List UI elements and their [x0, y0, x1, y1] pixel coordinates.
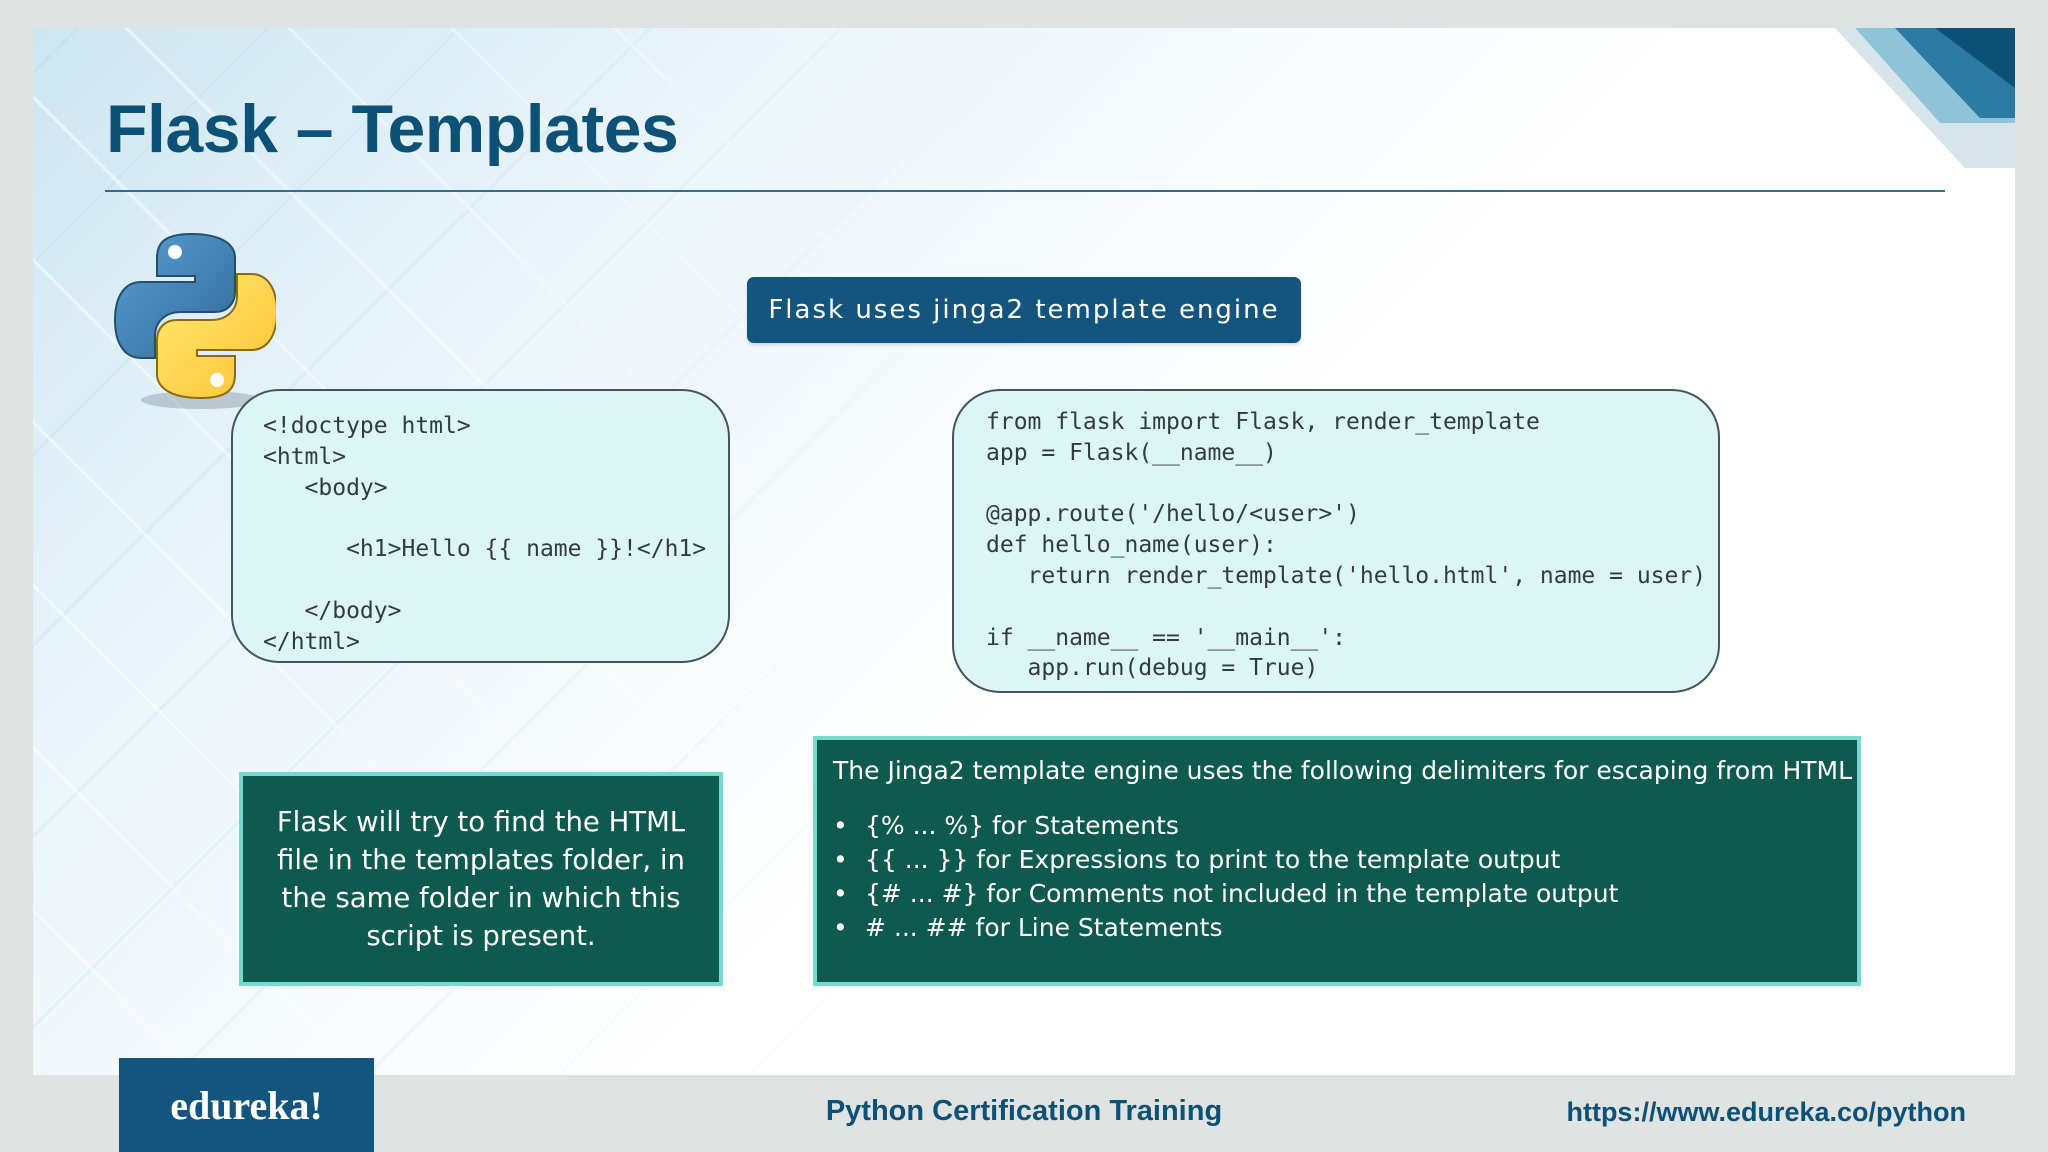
python-code-line: from flask import Flask, render_template: [986, 409, 1540, 435]
html-code-line: <!doctype html>: [263, 413, 471, 439]
python-code-line: [986, 592, 1718, 623]
html-code-line: [263, 565, 728, 596]
delimiter-item: # ... ## for Line Statements: [833, 911, 1857, 945]
python-code-box: from flask import Flask, render_template…: [952, 389, 1720, 693]
template-engine-banner: Flask uses jinga2 template engine: [747, 277, 1301, 343]
templates-folder-note-text: Flask will try to find the HTML file in …: [276, 806, 686, 952]
python-code-line: if __name__ == '__main__':: [986, 624, 1347, 651]
html-code-line: [263, 503, 728, 534]
footer-url: https://www.edureka.co/python: [1566, 1097, 1966, 1127]
delimiters-note: The Jinga2 template engine uses the foll…: [813, 736, 1861, 986]
delimiter-item: {# ... #} for Comments not included in t…: [833, 877, 1857, 911]
html-code-box: <!doctype html> <html> <body> <h1>Hello …: [231, 389, 730, 663]
python-logo-icon: [111, 220, 279, 415]
python-code-line: def hello_name(user):: [986, 532, 1277, 559]
banner-text: Flask uses jinga2 template engine: [768, 295, 1280, 325]
edureka-logo: edureka!: [119, 1058, 374, 1152]
templates-folder-note: Flask will try to find the HTML file in …: [239, 772, 723, 986]
title-divider: [105, 190, 1945, 192]
delimiters-heading: The Jinga2 template engine uses the foll…: [833, 756, 1853, 785]
python-code-line: return render_template('hello.html', nam…: [986, 562, 1707, 589]
html-code-line: <body>: [263, 474, 388, 501]
delimiters-list: {% ... %} for Statements {{ ... }} for E…: [833, 809, 1857, 945]
corner-decoration: [1835, 28, 2015, 168]
slide-title: Flask – Templates: [106, 91, 679, 167]
python-code-line: @app.route('/hello/<user>'): [986, 501, 1360, 528]
delimiter-item: {{ ... }} for Expressions to print to th…: [833, 843, 1857, 877]
html-code-line: <h1>Hello {{ name }}!</h1>: [263, 536, 707, 563]
html-code-line: <html>: [263, 443, 347, 470]
html-code-line: </body>: [263, 597, 402, 624]
html-code-line: </html>: [263, 628, 360, 655]
delimiter-item: {% ... %} for Statements: [833, 809, 1857, 843]
python-code-line: app = Flask(__name__): [986, 439, 1277, 466]
edureka-logo-text: edureka!: [170, 1082, 323, 1128]
python-code-line: [986, 469, 1718, 500]
footer-course-title: Python Certification Training: [825, 1095, 1223, 1127]
python-code-line: app.run(debug = True): [986, 655, 1319, 682]
